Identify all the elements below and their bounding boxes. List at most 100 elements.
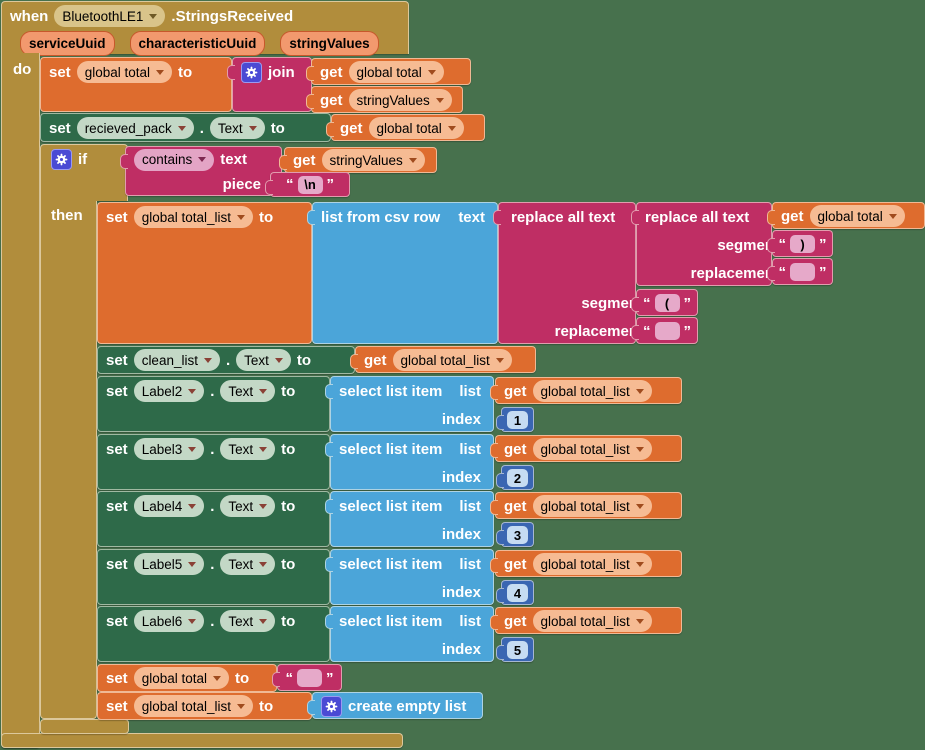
text-string-block[interactable]: “ ( ”: [631, 289, 698, 316]
select-list-item-block[interactable]: select list item list index: [325, 549, 494, 605]
set-property-block[interactable]: set Label4 . Text to: [97, 491, 330, 547]
property-dropdown[interactable]: Text: [220, 610, 276, 632]
get-variable-block[interactable]: get global total_list: [490, 607, 682, 634]
if-block-bottom-bar[interactable]: [40, 719, 129, 734]
select-list-item-block[interactable]: select list item list index: [325, 434, 494, 490]
contains-op-dropdown[interactable]: contains: [134, 148, 215, 171]
mutator-gear-icon[interactable]: [321, 695, 342, 717]
mutator-gear-icon[interactable]: [241, 61, 262, 83]
text-string-block[interactable]: “ ) ”: [767, 230, 833, 257]
get-variable-block[interactable]: get global total_list: [490, 550, 682, 577]
when-event-block[interactable]: when BluetoothLE1 .StringsReceived servi…: [1, 1, 409, 56]
mutator-gear-icon[interactable]: [51, 148, 72, 170]
select-list-item-block[interactable]: select list item list index: [325, 606, 494, 662]
text-string-block[interactable]: “ \n ”: [265, 172, 350, 197]
get-variable-block[interactable]: get global total_list: [350, 346, 536, 373]
contains-block[interactable]: contains text piece: [120, 146, 282, 196]
do-section-column[interactable]: do: [1, 53, 40, 748]
set-variable-block[interactable]: set global total_list to: [97, 692, 312, 720]
set-variable-block[interactable]: set global total to: [40, 57, 232, 112]
string-value-field[interactable]: (: [654, 294, 680, 312]
variable-dropdown[interactable]: global total_list: [133, 206, 253, 228]
replace-all-text-block[interactable]: replace all text segment replacement: [631, 202, 779, 286]
dropdown-caret-icon: [188, 446, 197, 452]
property-dropdown[interactable]: Text: [220, 553, 276, 575]
variable-dropdown[interactable]: global total_list: [532, 553, 652, 575]
property-dropdown[interactable]: Text: [236, 349, 291, 371]
set-property-block[interactable]: set Label6 . Text to: [97, 606, 330, 662]
component-dropdown[interactable]: Label6: [133, 610, 205, 632]
variable-dropdown[interactable]: stringValues: [348, 89, 452, 111]
number-value-field[interactable]: 5: [507, 641, 528, 659]
set-property-block[interactable]: set Label2 . Text to: [97, 376, 330, 432]
param-characteristicUuid[interactable]: characteristicUuid: [129, 30, 266, 56]
component-dropdown[interactable]: Label3: [133, 438, 205, 460]
property-dropdown[interactable]: Text: [220, 380, 276, 402]
select-list-item-block[interactable]: select list item list index: [325, 376, 494, 432]
number-block[interactable]: 1: [496, 407, 534, 432]
variable-dropdown[interactable]: global total_list: [532, 438, 652, 460]
create-empty-list-block[interactable]: create empty list: [307, 692, 483, 719]
variable-dropdown[interactable]: global total: [133, 667, 229, 689]
string-value-field[interactable]: ): [790, 235, 815, 253]
variable-dropdown[interactable]: global total: [76, 61, 172, 83]
number-value-field[interactable]: 3: [507, 526, 528, 544]
text-string-block[interactable]: “ ”: [631, 317, 698, 344]
property-dropdown[interactable]: Text: [209, 117, 265, 139]
get-variable-block[interactable]: get stringValues: [279, 147, 437, 173]
get-variable-block[interactable]: get global total_list: [490, 435, 682, 462]
when-block-bottom-bar[interactable]: [1, 733, 403, 748]
property-dropdown[interactable]: Text: [220, 495, 276, 517]
component-dropdown[interactable]: Label4: [133, 495, 205, 517]
property-dropdown[interactable]: Text: [220, 438, 276, 460]
variable-dropdown[interactable]: global total_list: [532, 495, 652, 517]
param-stringValues[interactable]: stringValues: [280, 30, 379, 56]
component-dropdown[interactable]: clean_list: [133, 349, 220, 371]
variable-dropdown[interactable]: global total: [348, 61, 444, 83]
select-list-item-block[interactable]: select list item list index: [325, 491, 494, 547]
string-value-field[interactable]: [790, 263, 815, 281]
set-property-block[interactable]: set Label5 . Text to: [97, 549, 330, 605]
variable-dropdown[interactable]: global total: [368, 117, 464, 139]
set-variable-block[interactable]: set global total_list to: [97, 202, 312, 344]
variable-dropdown[interactable]: global total: [809, 205, 905, 227]
set-property-block[interactable]: set recieved_pack . Text to: [40, 113, 331, 142]
replace-all-text-block[interactable]: replace all text segment replacement: [493, 202, 643, 344]
set-variable-block[interactable]: set global total to: [97, 664, 277, 692]
string-value-field[interactable]: \n: [297, 175, 323, 194]
variable-dropdown[interactable]: global total_list: [532, 610, 652, 632]
string-value-field[interactable]: [297, 669, 322, 687]
component-dropdown[interactable]: Label5: [133, 553, 205, 575]
variable-dropdown[interactable]: stringValues: [321, 149, 425, 171]
number-block[interactable]: 5: [496, 637, 534, 662]
param-serviceUuid[interactable]: serviceUuid: [20, 30, 115, 56]
number-value-field[interactable]: 2: [507, 469, 528, 487]
number-block[interactable]: 2: [496, 465, 534, 490]
get-variable-block[interactable]: get global total: [767, 202, 925, 229]
number-value-field[interactable]: 4: [507, 584, 528, 602]
get-variable-block[interactable]: get global total_list: [490, 492, 682, 519]
variable-dropdown[interactable]: global total_list: [392, 349, 512, 371]
then-section-column[interactable]: then: [40, 201, 97, 719]
if-block[interactable]: if: [40, 144, 128, 201]
list-from-csv-row-block[interactable]: list from csv row text: [307, 202, 498, 344]
get-variable-block[interactable]: get global total: [326, 114, 485, 141]
text-string-block[interactable]: “ ”: [767, 258, 833, 285]
get-variable-block[interactable]: get global total_list: [490, 377, 682, 404]
join-block[interactable]: join: [227, 57, 312, 112]
component-dropdown[interactable]: recieved_pack: [76, 117, 194, 139]
get-variable-block[interactable]: get stringValues: [306, 86, 463, 113]
variable-dropdown[interactable]: global total_list: [133, 695, 253, 717]
list-arg-label: list: [459, 497, 481, 515]
number-block[interactable]: 4: [496, 580, 534, 605]
component-dropdown[interactable]: Label2: [133, 380, 205, 402]
get-variable-block[interactable]: get global total: [306, 58, 471, 85]
set-property-block[interactable]: set Label3 . Text to: [97, 434, 330, 490]
number-value-field[interactable]: 1: [507, 411, 528, 429]
component-dropdown[interactable]: BluetoothLE1: [54, 5, 166, 27]
string-value-field[interactable]: [654, 322, 680, 340]
text-string-block[interactable]: “ ”: [272, 664, 342, 691]
number-block[interactable]: 3: [496, 522, 534, 547]
set-property-block[interactable]: set clean_list . Text to: [97, 346, 355, 374]
variable-dropdown[interactable]: global total_list: [532, 380, 652, 402]
